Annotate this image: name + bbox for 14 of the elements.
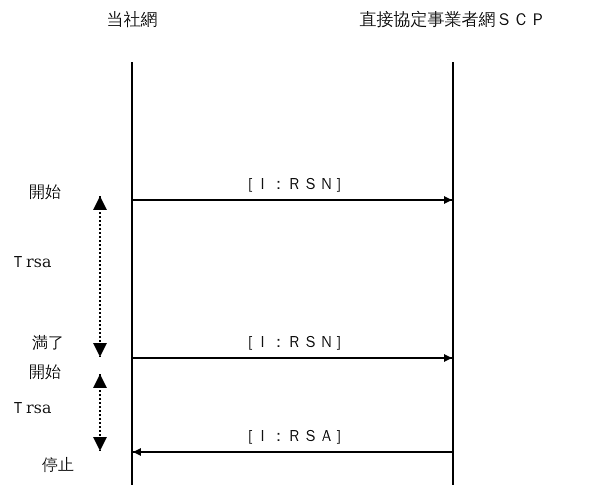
timer-label: 開始 (29, 182, 61, 203)
timer-label: 停止 (42, 455, 74, 476)
edge-label: ［Ｉ：ＲＳＮ］ (238, 174, 350, 195)
edge-label: ［Ｉ：ＲＳＮ］ (238, 332, 350, 353)
timer-label: Ｔrsa (10, 398, 52, 419)
message-arrow (133, 448, 452, 456)
edge-label: ［Ｉ：ＲＳＡ］ (238, 426, 350, 447)
lifeline-header: 直接協定事業者網ＳＣＰ (358, 9, 548, 31)
timer-label: 満了 (32, 333, 64, 354)
timer-label: 開始 (29, 362, 61, 383)
lifeline-header: 当社網 (106, 9, 158, 31)
timer-label: Ｔrsa (10, 252, 52, 273)
message-arrow (133, 196, 452, 204)
message-arrow (133, 354, 452, 362)
